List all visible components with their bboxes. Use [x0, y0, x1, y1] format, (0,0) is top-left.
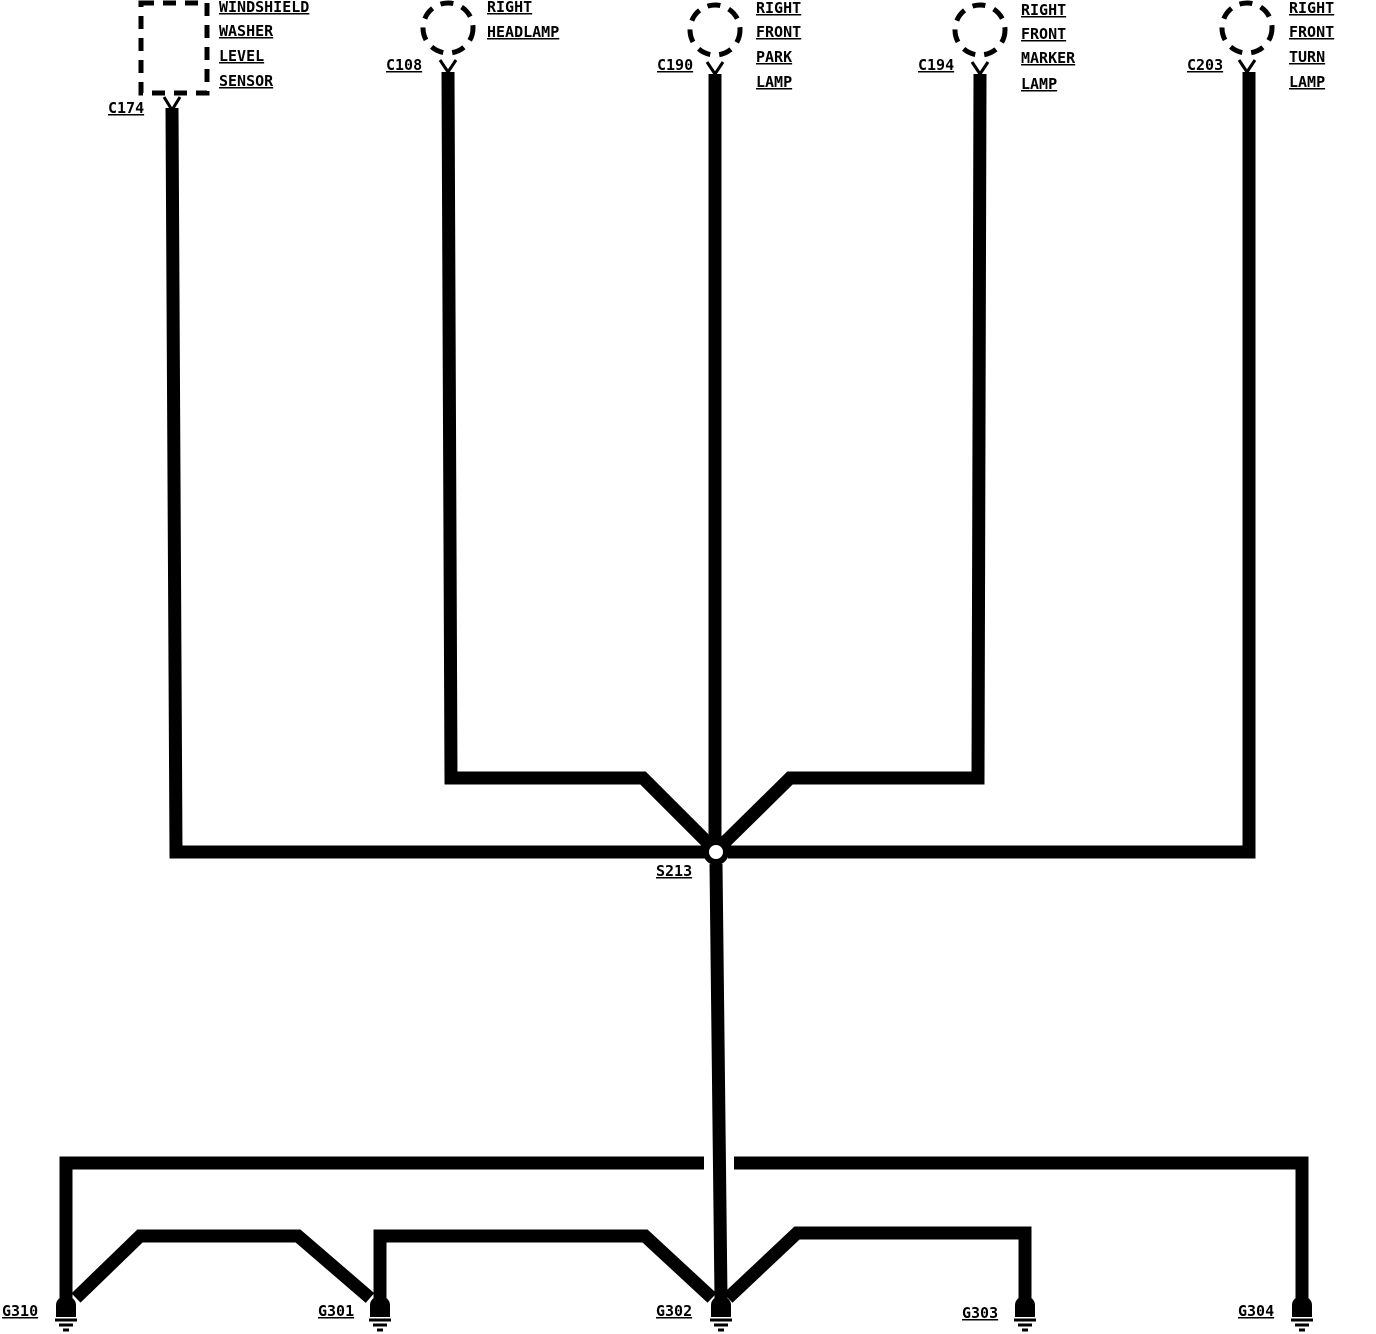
ground-g310-symbol [55, 1296, 77, 1332]
ground-g303-label: G303 [962, 1304, 998, 1322]
ground-g302-symbol [710, 1296, 732, 1332]
ground-g310-label: G310 [2, 1302, 38, 1320]
splice-s213 [703, 839, 729, 865]
turn-lamp-label-line-3: TURN [1289, 48, 1325, 66]
wire-s213-to-g302 [709, 863, 728, 1299]
marker-lamp-label-line-1: RIGHT [1021, 1, 1066, 19]
connector-c190-label: C190 [657, 56, 693, 74]
marker-lamp-label-line-2: FRONT [1021, 25, 1066, 43]
connector-c203-terminal [1237, 59, 1257, 75]
wire-g310-to-g301 [71, 1229, 375, 1303]
ground-g304-symbol [1291, 1296, 1313, 1332]
right-front-park-lamp-symbol [687, 2, 743, 58]
wire-c194-to-s213 [719, 73, 987, 848]
park-lamp-label-line-2: FRONT [756, 23, 801, 41]
connector-c203-label: C203 [1187, 56, 1223, 74]
wire-g310-to-g304 [59, 1156, 1309, 1298]
turn-lamp-label-line-4: LAMP [1289, 73, 1325, 91]
washer-sensor-label-line-3: LEVEL [219, 47, 264, 65]
wire-c174-to-s213 [165, 107, 706, 859]
wire-c203-to-s213 [728, 72, 1256, 859]
marker-lamp-label-line-3: MARKER [1021, 49, 1076, 67]
park-lamp-label-line-3: PARK [756, 48, 792, 66]
right-front-turn-lamp-symbol [1219, 0, 1275, 56]
wire-c108-to-s213 [441, 71, 713, 848]
headlamp-label-line-2: HEADLAMP [487, 23, 559, 41]
headlamp-label-line-1: RIGHT [487, 0, 532, 16]
right-headlamp-symbol [420, 0, 476, 56]
ground-g301-symbol [369, 1296, 391, 1332]
ground-g302-label: G302 [656, 1302, 692, 1320]
connector-c174-label: C174 [108, 99, 144, 117]
connector-c194-label: C194 [918, 56, 954, 74]
right-front-marker-lamp-symbol [952, 2, 1008, 58]
washer-sensor-label-line-2: WASHER [219, 22, 274, 40]
splice-s213-label: S213 [656, 862, 692, 880]
park-lamp-label-line-1: RIGHT [756, 0, 801, 17]
wire-g301-to-g302 [373, 1229, 717, 1303]
turn-lamp-label-line-2: FRONT [1289, 23, 1334, 41]
washer-sensor-label-line-4: SENSOR [219, 72, 274, 90]
ground-g301-label: G301 [318, 1302, 354, 1320]
turn-lamp-label-line-1: RIGHT [1289, 0, 1334, 17]
wire-g302-to-g303 [723, 1226, 1032, 1303]
ground-g303-symbol [1014, 1296, 1036, 1332]
windshield-washer-level-sensor-symbol [138, 0, 210, 96]
washer-sensor-label-line-1: WINDSHIELD [219, 0, 309, 16]
connector-c194-terminal [970, 61, 990, 77]
connector-c108-terminal [438, 59, 458, 75]
ground-g304-label: G304 [1238, 1302, 1274, 1320]
connector-c108-label: C108 [386, 56, 422, 74]
marker-lamp-label-line-4: LAMP [1021, 75, 1057, 93]
connector-c190-terminal [705, 61, 725, 77]
park-lamp-label-line-4: LAMP [756, 73, 792, 91]
